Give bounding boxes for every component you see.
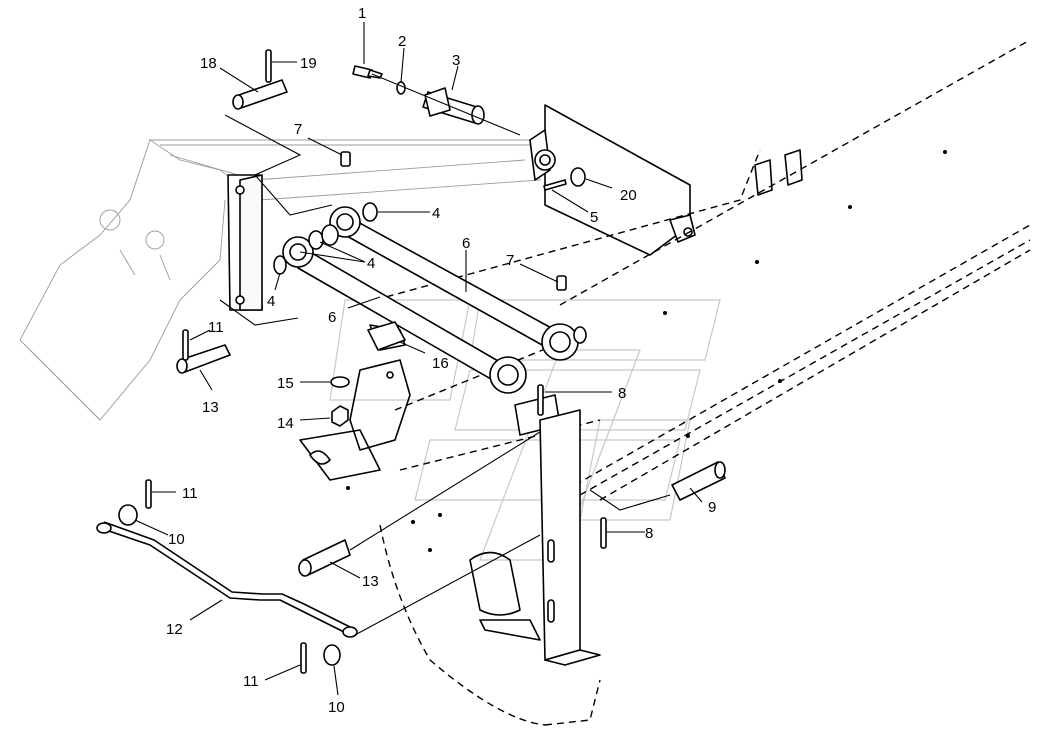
callout-7b: 7 bbox=[506, 252, 514, 269]
callout-14: 14 bbox=[277, 415, 294, 432]
assembly-line-18 bbox=[224, 114, 333, 216]
callout-4a: 4 bbox=[432, 205, 440, 222]
mount-plate-right bbox=[529, 104, 696, 256]
callout-6a: 6 bbox=[462, 235, 470, 252]
callout-8a: 8 bbox=[618, 385, 626, 402]
symbol-marks bbox=[754, 149, 803, 196]
split-pin-8-upper bbox=[537, 384, 544, 416]
callout-10a: 10 bbox=[168, 531, 185, 548]
callout-11c: 11 bbox=[243, 673, 259, 690]
split-pin-11-lower bbox=[300, 642, 307, 674]
callout-4b: 4 bbox=[367, 255, 375, 272]
assembly-line-12 bbox=[354, 534, 541, 636]
callout-7a: 7 bbox=[294, 121, 302, 138]
split-pin-8-lower bbox=[600, 517, 607, 549]
pin-13-upper bbox=[176, 344, 231, 374]
pin-18 bbox=[232, 79, 288, 110]
pin-9 bbox=[671, 461, 726, 501]
callout-15: 15 bbox=[277, 375, 294, 392]
split-pin-19 bbox=[265, 49, 272, 83]
assembly-line-1-3 bbox=[371, 73, 521, 136]
grease-nipple-7 bbox=[340, 151, 567, 291]
detail-dots bbox=[346, 150, 947, 552]
callout-4c: 4 bbox=[267, 293, 275, 310]
callout-10b: 10 bbox=[328, 699, 345, 716]
pin-5 bbox=[543, 179, 567, 191]
cylinder-lower bbox=[282, 236, 527, 394]
split-pin-11-mid bbox=[145, 479, 152, 509]
bolt-1 bbox=[352, 65, 383, 79]
pin-13-lower bbox=[298, 539, 351, 577]
pad-16 bbox=[367, 321, 406, 351]
washer-10-lower bbox=[323, 644, 341, 666]
callout-19: 19 bbox=[300, 55, 317, 72]
callout-5: 5 bbox=[590, 209, 598, 226]
callout-18: 18 bbox=[200, 55, 217, 72]
frame-dashed-outline bbox=[374, 39, 1031, 726]
callout-leaders bbox=[134, 22, 703, 696]
callout-11a: 11 bbox=[208, 319, 224, 336]
rod-12 bbox=[96, 521, 358, 638]
washer-15 bbox=[330, 376, 350, 388]
washer-10-upper bbox=[118, 504, 138, 526]
callout-9: 9 bbox=[708, 499, 716, 516]
callout-labels: 1 2 3 4 4 4 5 6 6 7 7 8 8 9 10 10 11 11 … bbox=[166, 5, 716, 716]
washer-20 bbox=[570, 167, 586, 187]
callout-13b: 13 bbox=[362, 573, 379, 590]
callout-8b: 8 bbox=[645, 525, 653, 542]
assembly-line-13 bbox=[349, 431, 541, 551]
nut-14 bbox=[331, 405, 349, 427]
pin-3 bbox=[422, 87, 485, 125]
split-pin-11-upper bbox=[182, 329, 189, 361]
washer-group-4 bbox=[273, 202, 587, 344]
callout-3: 3 bbox=[452, 52, 460, 69]
assembly-line-9 bbox=[589, 489, 671, 511]
callout-16: 16 bbox=[432, 355, 449, 372]
mount-plate-left bbox=[219, 174, 299, 326]
callout-11b: 11 bbox=[182, 485, 198, 502]
callout-12: 12 bbox=[166, 621, 183, 638]
callout-1: 1 bbox=[358, 5, 366, 22]
callout-20: 20 bbox=[620, 187, 637, 204]
callout-13a: 13 bbox=[202, 399, 219, 416]
frame-upright-post bbox=[299, 394, 601, 666]
callout-6b: 6 bbox=[328, 309, 336, 326]
washer-2 bbox=[396, 81, 406, 95]
callout-2: 2 bbox=[398, 33, 406, 50]
